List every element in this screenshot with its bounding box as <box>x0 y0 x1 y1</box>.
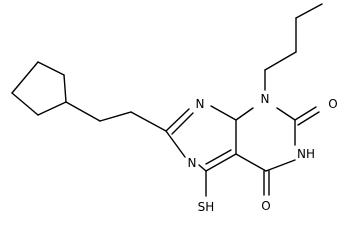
propyl-chain <box>264 3 323 91</box>
bond <box>65 101 101 122</box>
bond <box>205 153 237 172</box>
bond <box>264 51 297 71</box>
atom-n3: N <box>188 156 197 170</box>
ethyl-linker <box>65 101 167 132</box>
cyclopentyl-ring <box>11 61 67 116</box>
pyrimidinedione-ring <box>235 107 296 172</box>
bond <box>37 61 65 76</box>
atom-o2: O <box>328 97 337 111</box>
bond <box>294 106 317 121</box>
bond <box>37 101 67 116</box>
bond <box>165 108 190 132</box>
bond <box>165 130 186 158</box>
bond <box>11 61 39 94</box>
carbonyl-groups <box>263 106 320 196</box>
atom-sh: SH <box>198 200 215 214</box>
bond <box>11 92 39 116</box>
bond <box>276 107 296 121</box>
atom-n1: N <box>196 97 205 111</box>
bond <box>210 105 237 121</box>
bond <box>205 149 232 165</box>
bond <box>235 153 267 172</box>
bond <box>235 107 254 121</box>
bond <box>130 111 167 132</box>
bond <box>295 3 323 19</box>
atom-nh: NH <box>297 147 315 161</box>
bond <box>63 74 67 103</box>
bond <box>99 111 132 122</box>
bond <box>198 164 207 172</box>
bond <box>171 112 194 135</box>
bond <box>265 159 296 172</box>
bond <box>297 111 320 126</box>
atom-o4: O <box>261 199 270 213</box>
molecule-structure: N N N NH O O SH <box>11 3 338 214</box>
pyrimidine-ring <box>165 105 237 172</box>
atom-n8: N <box>261 92 270 106</box>
